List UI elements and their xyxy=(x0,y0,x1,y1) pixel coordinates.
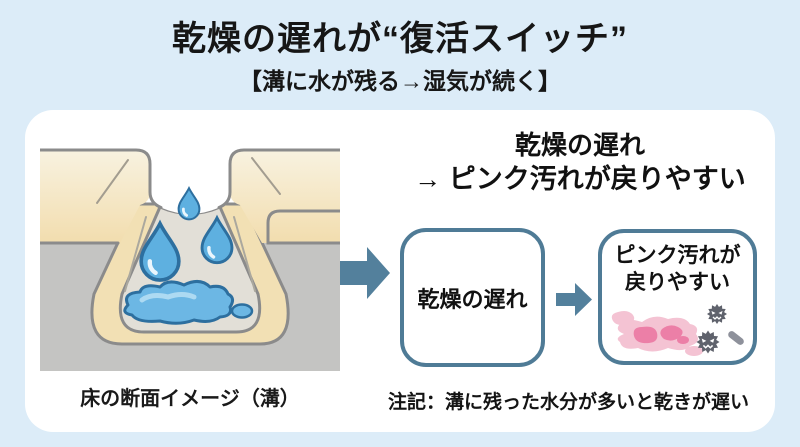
flow-box1-label: 乾燥の遅れ xyxy=(417,286,528,312)
flow-box2-label: ピンク汚れが 戻りやすい xyxy=(602,243,753,297)
water-puddle-icon xyxy=(123,280,254,325)
page-subtitle: 【溝に水が残る→湿気が続く】 xyxy=(239,68,561,94)
result-heading-line1: 乾燥の遅れ xyxy=(514,130,645,160)
bevel-line xyxy=(124,216,147,292)
bevel-line xyxy=(233,216,256,292)
footnote: 注記：溝に残った水分が多いと乾きが遅い xyxy=(388,392,750,413)
arrow-right-icon xyxy=(340,247,390,299)
illustration-caption: 床の断面イメージ（溝） xyxy=(80,388,300,410)
result-heading: 乾燥の遅れ → ピンク汚れが戻りやすい xyxy=(380,128,780,198)
pink-stain-icon xyxy=(611,311,703,356)
floor-groove-cross-section-illustration xyxy=(40,146,340,371)
surface-outline-left xyxy=(40,148,163,209)
flow-box2-line2: 戻りやすい xyxy=(625,270,730,294)
arrow-right-icon xyxy=(556,283,592,316)
bevel-line xyxy=(96,159,129,204)
surface-outline-right xyxy=(217,148,340,209)
flow-box-drying-delay: 乾燥の遅れ xyxy=(400,228,545,367)
germ-icon xyxy=(695,303,744,355)
floor-surface-left xyxy=(40,150,150,243)
main-card: 床の断面イメージ（溝） 乾燥の遅れ → ピンク汚れが戻りやすい 乾燥の遅れ ピン… xyxy=(25,110,775,432)
flow-box2-line1: ピンク汚れが xyxy=(614,244,741,267)
flow-box-pink-stain: ピンク汚れが 戻りやすい xyxy=(598,229,757,365)
water-drop-icon xyxy=(139,185,234,282)
result-heading-line2: → ピンク汚れが戻りやすい xyxy=(414,164,746,195)
groove-opening xyxy=(152,146,228,214)
page-title: 乾燥の遅れが“復活スイッチ” xyxy=(172,20,628,58)
pink-stain-and-germs-illustration xyxy=(611,303,744,356)
floor-surface-right xyxy=(230,150,340,243)
bevel-line xyxy=(251,157,281,195)
substrate-step-right xyxy=(266,209,340,245)
